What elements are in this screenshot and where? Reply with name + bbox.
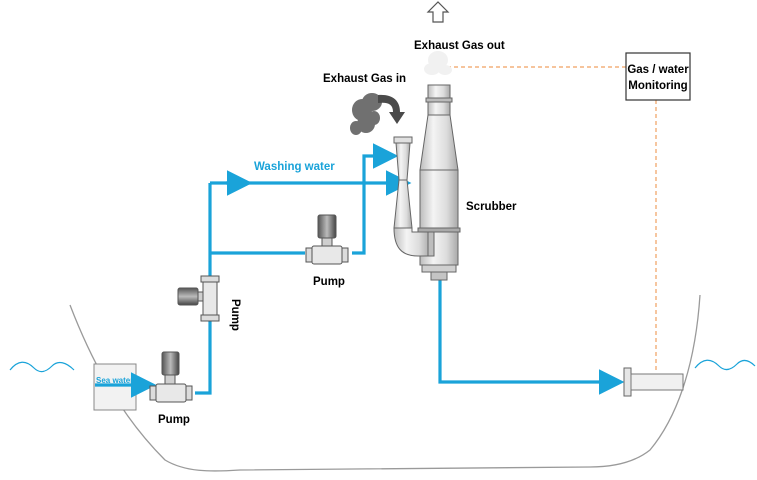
bottom-pump-discharge-pipe	[195, 320, 212, 395]
vertical-pump-label: Pump	[229, 299, 241, 331]
sea-wave-left	[9, 361, 75, 373]
scrubber-unit	[393, 84, 461, 281]
monitoring-signal-lines	[440, 66, 657, 372]
exhaust-out-label: Exhaust Gas out	[414, 40, 505, 52]
monitoring-label-line1: Gas / water	[627, 64, 689, 76]
sea-chest	[93, 363, 137, 411]
middle-pump-discharge-pipe	[352, 143, 399, 255]
curved-down-arrow-icon	[378, 94, 405, 124]
monitoring-label-line2: Monitoring	[628, 80, 687, 92]
monitoring-box	[625, 52, 691, 101]
overboard-outlet	[623, 367, 684, 397]
middle-pump-label: Pump	[313, 276, 345, 288]
vertical-pump	[177, 275, 220, 322]
sea-water-label: Sea water	[96, 376, 133, 385]
scrubber-label: Scrubber	[466, 201, 517, 213]
up-arrow-icon	[426, 1, 450, 23]
bottom-pump	[149, 351, 193, 403]
washing-water-label: Washing water	[254, 161, 335, 173]
scrubber-drain-pipe	[438, 280, 625, 395]
sea-wave-right	[694, 359, 756, 371]
middle-pump	[305, 214, 349, 265]
exhaust-out-cloud	[424, 51, 452, 75]
exhaust-in-smoke	[350, 93, 382, 135]
exhaust-in-label: Exhaust Gas in	[323, 73, 406, 85]
bottom-pump-label: Pump	[158, 414, 190, 426]
